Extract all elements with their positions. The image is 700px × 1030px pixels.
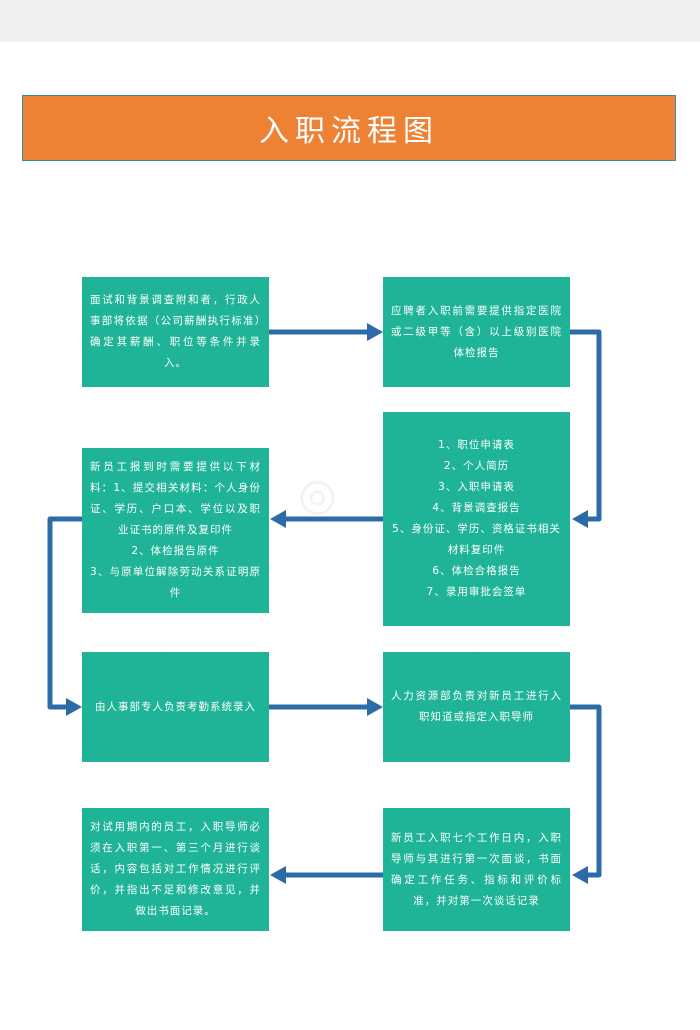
step-text: 新员工报到时需要提供以下材料：1、提交相关材料：个人身份证、学历、户口本、学位以… [90,461,261,599]
arrowhead-icon [270,510,286,528]
arrow-6-to-7 [570,704,602,878]
arrowhead-icon [572,510,588,528]
step-box-5: 由人事部专人负责考勤系统录入 [82,652,269,762]
step-text: 由人事部专人负责考勤系统录入 [95,700,256,713]
title-banner: 入职流程图 [22,95,676,161]
step-box-1: 面试和背景调查附和者，行政人事部将依据（公司薪酬执行标准）确定其薪酬、职位等条件… [82,277,269,387]
step-box-3: 1、职位申请表 2、个人简历 3、入职申请表 4、背景调查报告 5、身份证、学历… [383,412,570,626]
arrow-2-to-3 [570,329,602,522]
arrowhead-icon [270,866,286,884]
arrowhead-icon [66,698,82,716]
step-box-6: 人力资源部负责对新员工进行入职知道或指定入职导师 [383,652,570,762]
step-box-4: 新员工报到时需要提供以下材料：1、提交相关材料：个人身份证、学历、户口本、学位以… [82,448,269,613]
step-text: 1、职位申请表 2、个人简历 3、入职申请表 4、背景调查报告 5、身份证、学历… [392,439,561,598]
step-text: 对试用期内的员工，入职导师必须在入职第一、第三个月进行谈话，内容包括对工作情况进… [90,821,261,917]
arrowhead-icon [367,323,383,341]
page-title: 入职流程图 [259,114,439,149]
top-band [0,0,700,42]
step-text: 应聘者入职前需要提供指定医院或二级甲等（含）以上级别医院体检报告 [391,304,562,359]
step-text: 面试和背景调查附和者，行政人事部将依据（公司薪酬执行标准）确定其薪酬、职位等条件… [90,294,261,369]
arrow-4-to-5 [47,516,82,710]
step-text: 人力资源部负责对新员工进行入职知道或指定入职导师 [391,690,562,723]
step-box-8: 对试用期内的员工，入职导师必须在入职第一、第三个月进行谈话，内容包括对工作情况进… [82,808,269,931]
step-box-2: 应聘者入职前需要提供指定医院或二级甲等（含）以上级别医院体检报告 [383,277,570,387]
step-box-7: 新员工入职七个工作日内，入职导师与其进行第一次面谈，书面确定工作任务、指标和评价… [383,808,570,931]
arrowhead-icon [367,698,383,716]
arrowhead-icon [572,866,588,884]
step-text: 新员工入职七个工作日内，入职导师与其进行第一次面谈，书面确定工作任务、指标和评价… [391,831,562,907]
